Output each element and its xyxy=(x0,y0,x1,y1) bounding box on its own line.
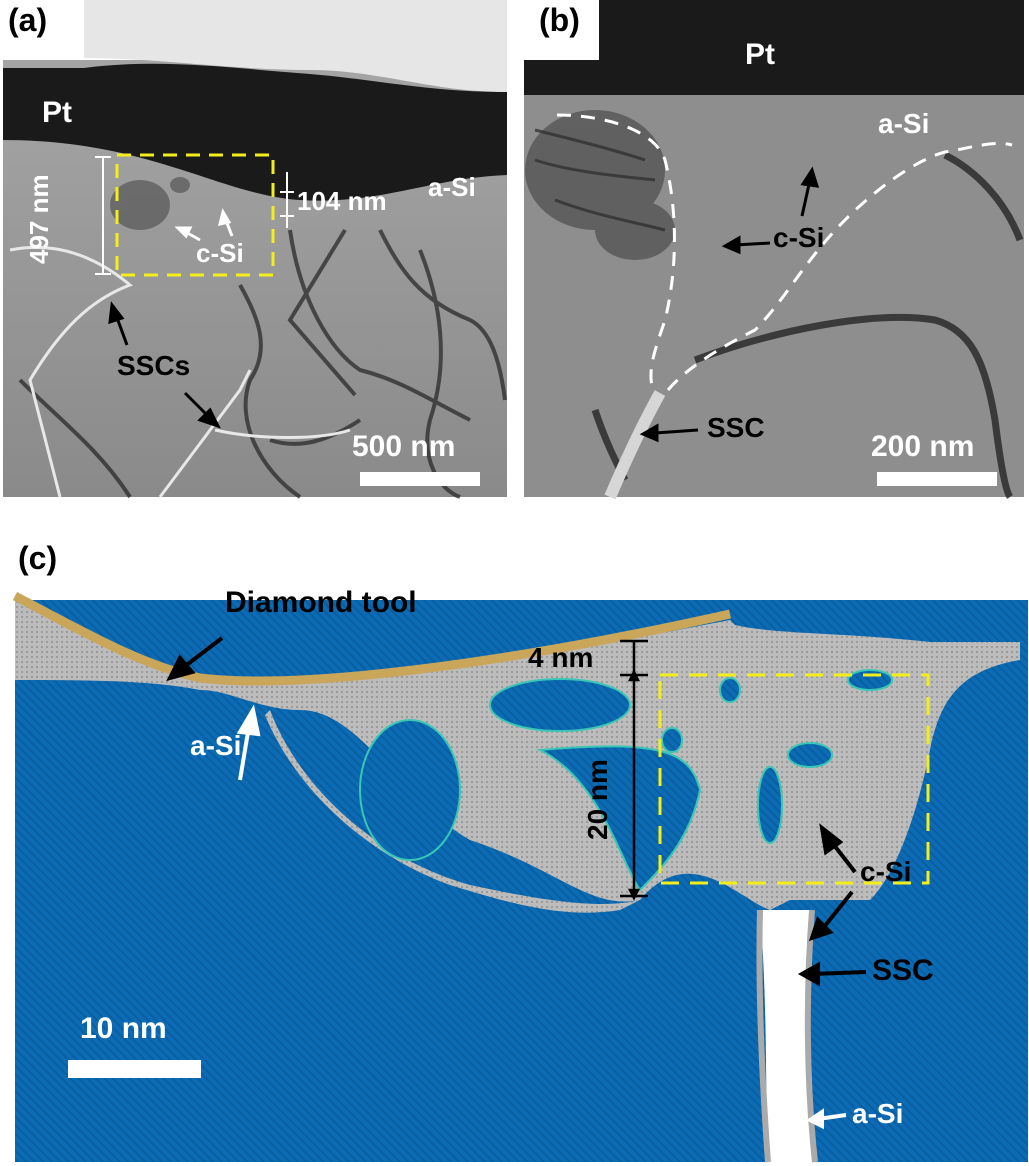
asi-label-a: a-Si xyxy=(428,172,476,202)
scale-bar xyxy=(360,472,480,486)
depth-497-label: 497 nm xyxy=(24,174,54,264)
asi-label-c-left: a-Si xyxy=(190,730,242,761)
asi-label-b: a-Si xyxy=(878,108,930,139)
csi-label-c: c-Si xyxy=(860,856,912,887)
panel-b: (b) Pt a-Si c-Si SSC 200 nm xyxy=(515,0,1029,500)
region-box xyxy=(115,153,275,277)
csi-label-b: c-Si xyxy=(773,222,825,253)
ssc-label-b: SSC xyxy=(707,412,765,443)
panel-a: (a) Pt 497 nm 104 nm a-Si c-Si SSCs 500 … xyxy=(0,0,510,500)
panel-label-b: (b) xyxy=(539,2,580,38)
panel-label-c: (c) xyxy=(18,540,58,576)
csi-label-a: c-Si xyxy=(196,238,244,268)
scale-bar-label-b: 200 nm xyxy=(871,430,975,463)
panel-c: (c) Diamond tool a-Si 4 nm 20 nm c-Si SS… xyxy=(0,540,1029,1166)
region-box xyxy=(658,673,930,885)
diamond-tool-label: Diamond tool xyxy=(225,586,417,619)
ssc-label-c: SSC xyxy=(872,954,934,987)
asi-label-c-crack: a-Si xyxy=(852,1098,904,1129)
scale-bar xyxy=(877,472,997,486)
panel-a-image xyxy=(3,0,507,500)
pt-label-b: Pt xyxy=(745,38,775,71)
panel-b-image xyxy=(524,0,1024,500)
pt-label-a: Pt xyxy=(42,96,72,129)
panel-label-a: (a) xyxy=(8,2,48,38)
depth-104-label: 104 nm xyxy=(297,186,387,216)
depth-4-label: 4 nm xyxy=(528,642,594,673)
scale-bar xyxy=(68,1060,201,1078)
sscs-label: SSCs xyxy=(117,350,191,381)
scale-bar-label-c: 10 nm xyxy=(80,1012,167,1045)
scale-bar-label-a: 500 nm xyxy=(352,430,456,463)
diamond-tool-shape xyxy=(12,592,731,686)
depth-20-label: 20 nm xyxy=(582,759,613,840)
panel-c-image xyxy=(12,592,1028,1163)
